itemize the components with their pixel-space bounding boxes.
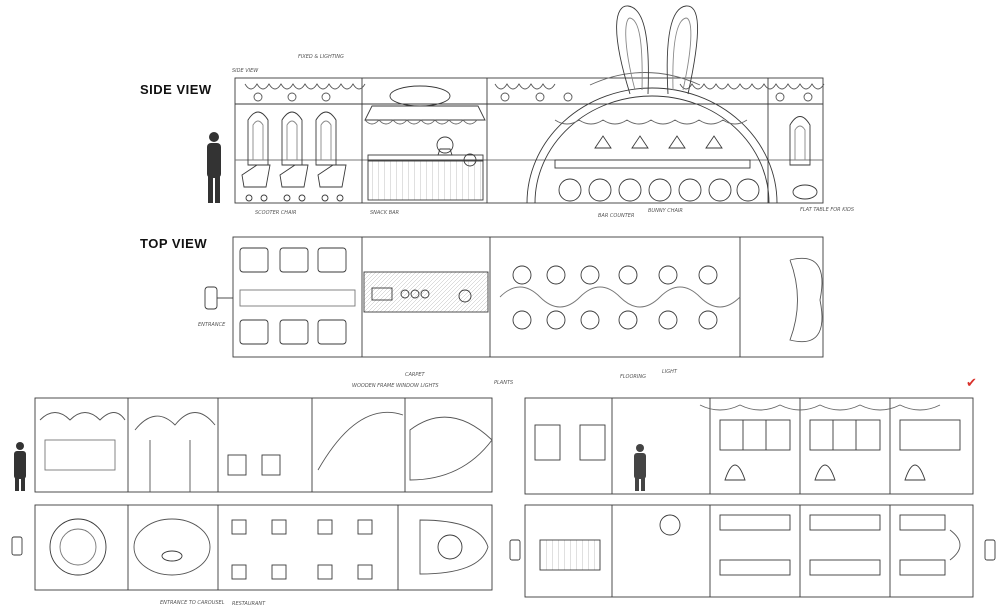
note-fixed-lighting: FIXED & LIGHTING <box>298 54 344 60</box>
side-view-title: SIDE VIEW <box>140 82 212 97</box>
scooter-chair-plan <box>239 247 356 345</box>
side-view-elevation <box>207 5 825 204</box>
hanging-plants <box>244 83 825 102</box>
human-scale-figure-3 <box>634 444 646 491</box>
top-view-title: TOP VIEW <box>140 236 208 251</box>
snack-bar-booth <box>364 85 486 201</box>
note-scooter-chair: SCOOTER CHAIR <box>255 210 297 216</box>
approval-check-mark: ✔ <box>966 376 977 391</box>
arched-windows-right <box>789 116 818 200</box>
dining-carriage-elevation <box>524 397 974 495</box>
snack-bar-plan <box>363 271 489 313</box>
note-bunny-chair: BUNNY CHAIR <box>648 208 683 214</box>
human-scale-figure-2 <box>14 442 26 491</box>
bunny-seating-plan <box>499 258 823 342</box>
note-snack-bar: SNACK BAR <box>370 210 400 216</box>
note-wooden-frame: WOODEN FRAME <box>352 383 395 389</box>
dining-carriage-plan <box>509 504 996 598</box>
note-entrance-a: ENTRANCE <box>198 322 226 328</box>
note-window-lights: WINDOW LIGHTS <box>396 383 439 389</box>
note-carpet: CARPET <box>405 372 425 378</box>
arched-windows-left <box>247 111 337 166</box>
note-restaurant: RESTAURANT <box>232 601 266 607</box>
top-view-plan <box>204 236 824 358</box>
bunny-dome <box>526 5 778 204</box>
note-flooring: FLOORING <box>620 374 646 380</box>
forest-carriage-elevation <box>14 397 493 493</box>
scooter-chairs <box>241 164 347 202</box>
note-entrance-b: ENTRANCE TO CAROUSEL <box>160 600 225 606</box>
note-plants: PLANTS <box>494 380 514 386</box>
human-scale-figure <box>207 132 221 203</box>
note-light: LIGHT <box>662 369 677 375</box>
note-flat-table: FLAT TABLE FOR KIDS <box>800 207 854 213</box>
note-bar-counter: BAR COUNTER <box>598 213 635 219</box>
forest-carriage-plan <box>11 504 493 591</box>
note-side-tag: SIDE VIEW <box>232 68 259 74</box>
